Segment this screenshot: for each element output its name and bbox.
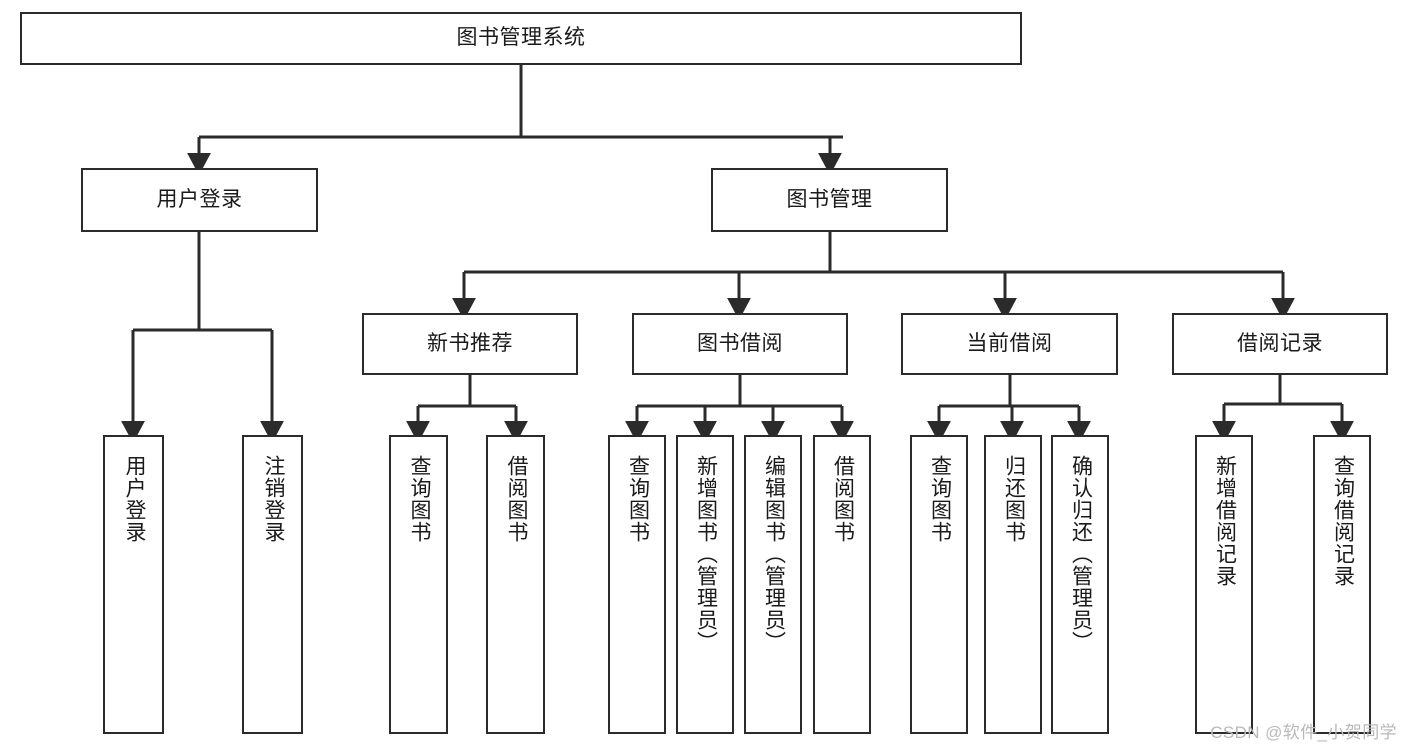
node-label: 查询图书 (407, 455, 431, 543)
leaf-borrow-books-borrowing[interactable]: 借阅图书 (813, 435, 871, 734)
leaf-logout[interactable]: 注销登录 (242, 435, 303, 734)
node-label: 新增图书（管理员） (694, 455, 718, 653)
node-label: 图书管理系统 (456, 26, 586, 50)
node-label: 用户登录 (122, 455, 146, 543)
node-label: 图书借阅 (697, 331, 783, 355)
node-book-management[interactable]: 图书管理 (711, 168, 948, 232)
leaf-query-books-borrowing[interactable]: 查询图书 (608, 435, 666, 734)
leaf-query-books-current[interactable]: 查询图书 (910, 435, 968, 734)
node-label: 编辑图书（管理员） (762, 455, 786, 653)
node-book-borrowing[interactable]: 图书借阅 (632, 313, 848, 375)
node-label: 注销登录 (261, 455, 285, 543)
node-label: 图书管理 (786, 187, 873, 211)
node-label: 查询图书 (928, 455, 952, 543)
node-label: 确认归还（管理员） (1069, 455, 1093, 653)
node-new-book-recommendation[interactable]: 新书推荐 (362, 313, 578, 375)
leaf-confirm-return-admin[interactable]: 确认归还（管理员） (1051, 435, 1109, 734)
leaf-query-books-newbooks[interactable]: 查询图书 (389, 435, 448, 734)
node-label: 用户登录 (156, 187, 243, 211)
node-borrow-records[interactable]: 借阅记录 (1172, 313, 1388, 375)
leaf-add-borrow-record[interactable]: 新增借阅记录 (1195, 435, 1253, 734)
node-label: 借阅图书 (831, 455, 855, 543)
node-root-book-management-system[interactable]: 图书管理系统 (20, 12, 1022, 65)
leaf-user-login[interactable]: 用户登录 (103, 435, 164, 734)
node-label: 新增借阅记录 (1213, 455, 1237, 587)
leaf-add-book-admin[interactable]: 新增图书（管理员） (676, 435, 734, 734)
node-current-borrowing[interactable]: 当前借阅 (901, 313, 1118, 375)
leaf-edit-book-admin[interactable]: 编辑图书（管理员） (744, 435, 802, 734)
csdn-watermark: CSDN @软件_小贺同学 (1210, 723, 1397, 742)
node-label: 查询借阅记录 (1331, 455, 1355, 587)
leaf-return-books[interactable]: 归还图书 (984, 435, 1042, 734)
node-label: 归还图书 (1002, 455, 1026, 543)
node-label: 当前借阅 (966, 331, 1053, 355)
leaf-borrow-books-newbooks[interactable]: 借阅图书 (486, 435, 545, 734)
node-label: 借阅图书 (504, 455, 528, 543)
node-label: 查询图书 (626, 455, 650, 543)
node-label: 新书推荐 (427, 331, 513, 355)
node-label: 借阅记录 (1237, 331, 1323, 355)
node-user-login[interactable]: 用户登录 (81, 168, 318, 232)
leaf-query-borrow-record[interactable]: 查询借阅记录 (1313, 435, 1371, 734)
